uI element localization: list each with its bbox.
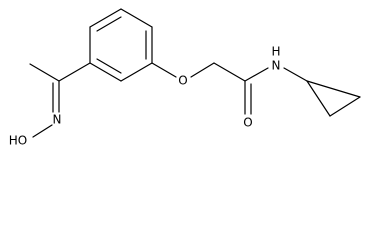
atom-label-amide-hydrogen: H <box>271 45 280 59</box>
ring-inner-bond-bottom <box>96 58 122 74</box>
bond-ring-to-oxime-carbon <box>58 62 91 82</box>
atom-label-oxime-nitrogen: N <box>53 113 62 127</box>
bond-carbonyl-to-n <box>244 67 269 82</box>
ring-bond-bottom-left <box>89 62 122 82</box>
bond-ether-o-to-ch2 <box>190 62 215 78</box>
structure-canvas: O N H O N HO <box>9 8 361 148</box>
cyclopropyl-bond-bottom <box>329 96 361 117</box>
ring-bond-bottom-right <box>120 62 153 82</box>
bond-n-to-cyclopropyl <box>283 67 308 82</box>
atom-label-amide-nitrogen: N <box>272 59 281 73</box>
cyclopropyl-bond-top <box>306 80 361 98</box>
atom-label-oxime-hydroxyl: HO <box>9 134 27 148</box>
ring-inner-bond-top <box>96 16 122 32</box>
cyclopropyl-bond-left <box>306 80 331 117</box>
atom-label-ether-oxygen: O <box>178 74 187 88</box>
molecule-structure: O N H O N HO <box>9 8 361 148</box>
atom-label-carbonyl-oxygen: O <box>243 116 252 130</box>
bond-methyl <box>29 63 60 82</box>
ring-bond-top-left <box>89 8 122 28</box>
bond-ring-to-ether-o <box>151 62 177 78</box>
ring-bond-top-right <box>120 8 153 28</box>
bond-ch2-to-carbonyl <box>213 62 246 82</box>
bond-n-o-oxime <box>32 124 53 138</box>
